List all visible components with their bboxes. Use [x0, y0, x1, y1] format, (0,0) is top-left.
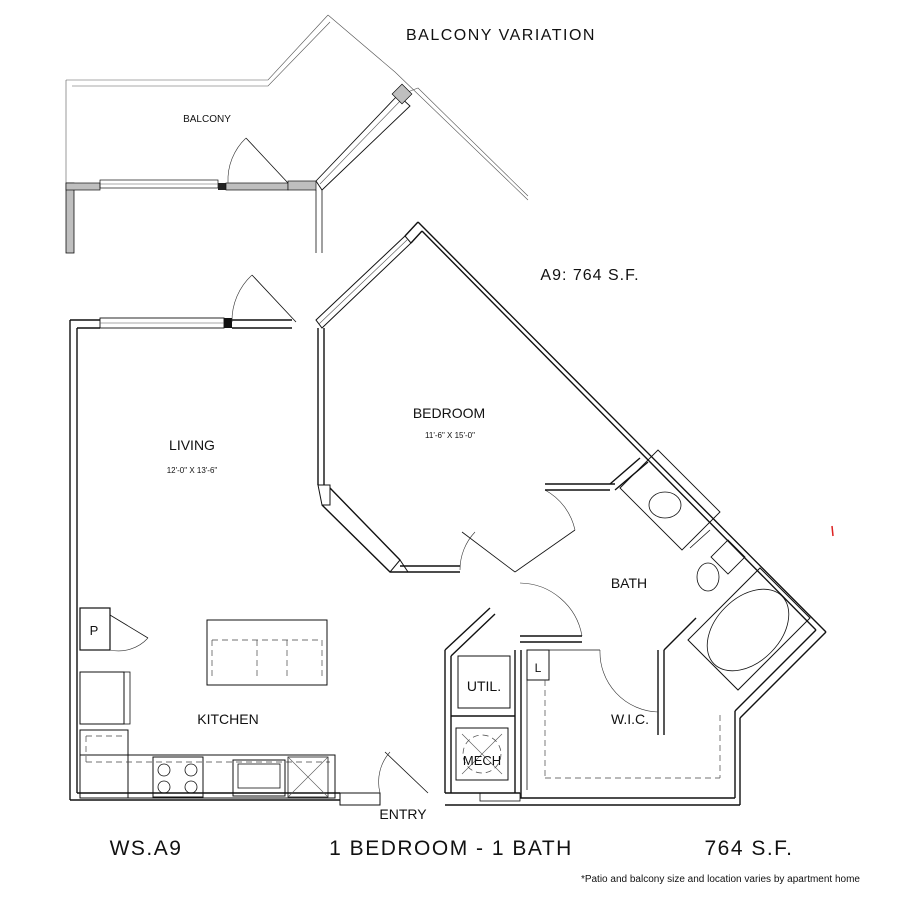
util-label: UTIL.: [467, 678, 501, 694]
kitchen-label: KITCHEN: [197, 711, 258, 727]
kitchen-cabinetry: [79, 607, 336, 799]
wic-label: W.I.C.: [611, 711, 649, 727]
red-mark: [831, 525, 834, 537]
bedroom-dims: 11'-6" X 15'-0": [425, 431, 475, 440]
bath-label: BATH: [611, 575, 647, 591]
living-dims: 12'-0" X 13'-6": [167, 466, 218, 475]
bedroom-label: BEDROOM: [413, 405, 485, 421]
balcony-label: BALCONY: [183, 114, 231, 125]
balcony-variation-title: BALCONY VARIATION: [406, 27, 596, 44]
entry-label: ENTRY: [379, 806, 427, 822]
footer-area: 764 S.F.: [704, 837, 793, 860]
exterior-walls: [69, 221, 827, 806]
linen-label: L: [535, 661, 542, 675]
disclaimer-text: *Patio and balcony size and location var…: [581, 874, 860, 885]
living-label: LIVING: [169, 437, 215, 453]
unit-area-label: A9: 764 S.F.: [540, 267, 639, 284]
pantry-label: P: [90, 623, 99, 638]
unit-type: 1 BEDROOM - 1 BATH: [329, 837, 573, 860]
mech-label: MECH: [463, 753, 501, 768]
interior-walls: [317, 328, 811, 802]
unit-code: WS.A9: [110, 837, 183, 860]
balcony-variation-inset: BALCONY: [65, 14, 529, 254]
